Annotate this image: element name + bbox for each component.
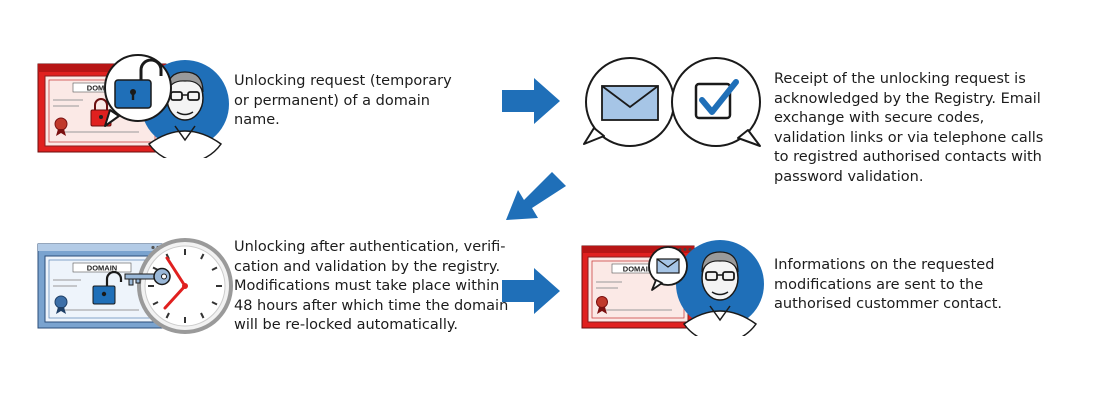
arrow-right-icon <box>502 78 560 124</box>
step-unlock-line: cation and validation by the registry. <box>234 258 501 275</box>
certificate-label: DOMAIN <box>87 84 117 93</box>
acknowledge-illustration <box>583 57 761 147</box>
inform-illustration: DOMAIN <box>581 240 764 336</box>
certificate-red-icon: DOMAIN <box>581 245 695 329</box>
envelope-icon <box>648 246 688 291</box>
certificate-label: DOMAIN <box>87 264 117 273</box>
unlock-illustration: DOMAIN <box>37 238 233 334</box>
step-unlock-line: 48 hours after which time the domain <box>234 297 509 314</box>
step-unlock-line: Modifications must take place within <box>234 278 500 294</box>
request-illustration: DOMAIN <box>37 54 229 158</box>
step-inform-text: Informations on the requested modificati… <box>774 257 1002 312</box>
checkmark-icon <box>671 57 761 147</box>
padlock-open-icon <box>104 54 172 127</box>
step-unlock-line: Unlocking after authentication, verifi- <box>234 239 506 255</box>
key-icon <box>124 267 171 286</box>
step-request-text: Unlocking request (temporary or permanen… <box>234 73 452 128</box>
certificate-label: DOMAIN <box>623 265 653 274</box>
step-acknowledge-text: Receipt of the unlocking request is ackn… <box>774 71 1044 185</box>
arrow-down-left-icon <box>506 172 566 220</box>
clock-icon <box>137 238 233 334</box>
arrow-right-icon <box>502 268 560 314</box>
envelope-icon <box>583 57 675 147</box>
step-unlock-line: will be re-locked automatically. <box>234 317 458 333</box>
man-avatar-icon <box>676 240 764 336</box>
step-unlock-text: Unlocking after authentication, verifi- … <box>234 238 514 336</box>
